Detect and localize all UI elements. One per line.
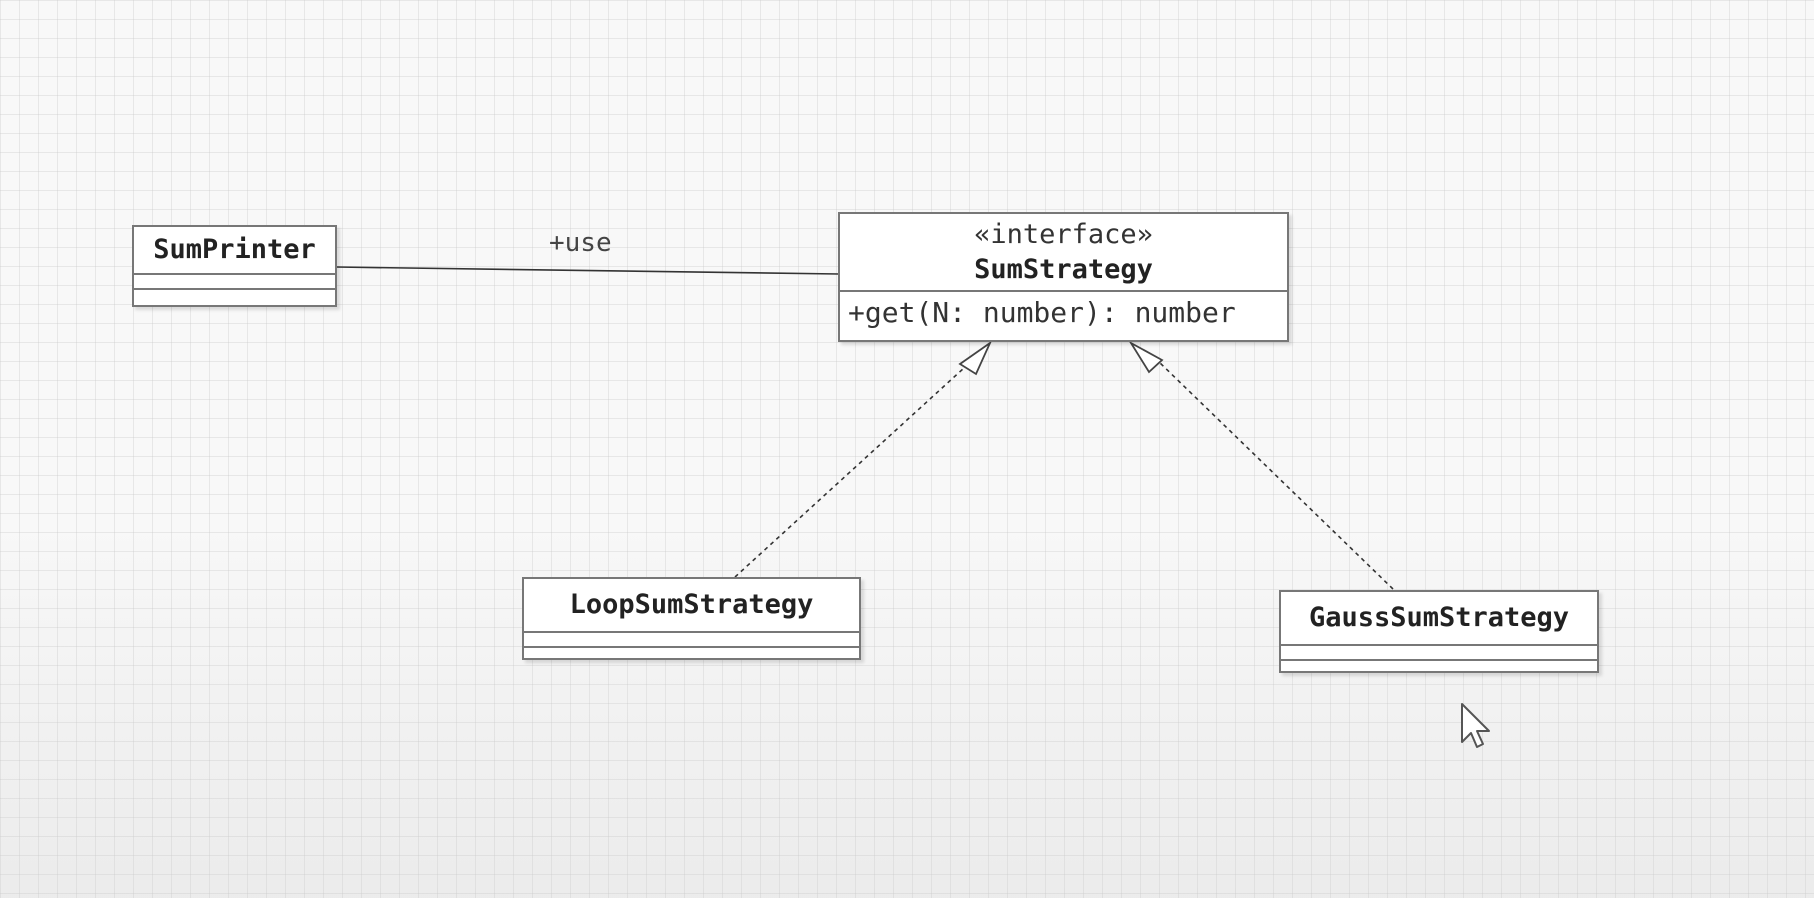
association-line xyxy=(335,266,840,275)
operations-compartment xyxy=(1281,659,1597,674)
class-gauss-sum-strategy[interactable]: GaussSumStrategy xyxy=(1279,590,1599,673)
association-label: +use xyxy=(549,228,612,258)
class-sum-printer[interactable]: SumPrinter xyxy=(132,225,337,307)
attributes-compartment xyxy=(1281,644,1597,659)
operations-compartment xyxy=(524,646,859,661)
class-name: SumPrinter xyxy=(153,234,316,265)
interface-header: «interface» SumStrategy xyxy=(840,214,1287,290)
operations-compartment xyxy=(134,288,335,303)
class-loop-sum-strategy[interactable]: LoopSumStrategy xyxy=(522,577,861,660)
interface-name: SumStrategy xyxy=(974,254,1153,285)
realization-arrowhead-loop xyxy=(958,340,993,376)
realization-arrowhead-gauss xyxy=(1128,340,1164,374)
stereotype-label: «interface» xyxy=(974,219,1153,250)
interface-sum-strategy[interactable]: «interface» SumStrategy +get(N: number):… xyxy=(838,212,1289,342)
mouse-pointer-icon xyxy=(1461,703,1490,748)
class-name: LoopSumStrategy xyxy=(569,589,814,620)
realization-line-loop xyxy=(734,356,977,578)
attributes-compartment xyxy=(134,273,335,288)
operation-item: +get(N: number): number xyxy=(840,290,1287,336)
class-name: GaussSumStrategy xyxy=(1308,602,1570,633)
realization-line-gauss xyxy=(1156,359,1394,590)
attributes-compartment xyxy=(524,631,859,646)
